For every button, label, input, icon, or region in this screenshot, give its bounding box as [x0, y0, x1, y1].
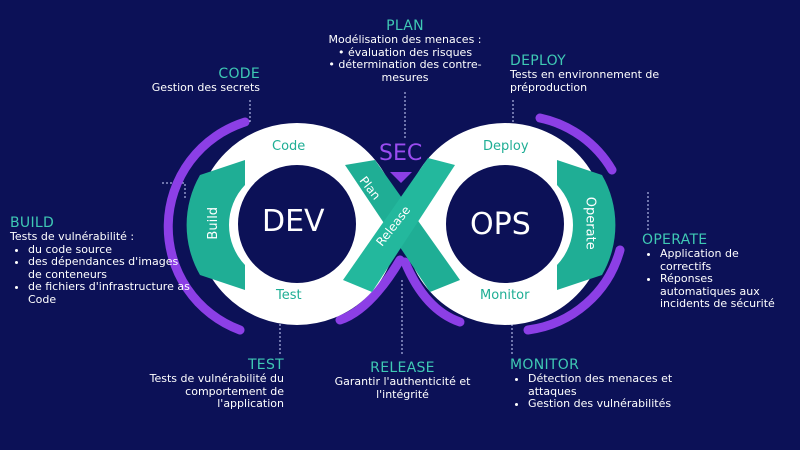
dev-label: DEV [262, 204, 325, 239]
monitor-item: Gestion des vulnérabilités [528, 397, 700, 411]
ring-label-monitor: Monitor [480, 288, 530, 303]
test-text: Tests de vulnérabilité du comportement d… [149, 372, 284, 410]
monitor-block: MONITOR Détection des menaces et attaque… [510, 357, 700, 411]
release-text: Garantir l'authenticité et l'intégrité [334, 375, 471, 401]
build-item: de fichiers d'infrastructure as Code [28, 280, 195, 306]
release-title: RELEASE [370, 360, 435, 376]
build-title: BUILD [10, 215, 55, 231]
ring-label-deploy: Deploy [483, 139, 529, 154]
build-text: Tests de vulnérabilité : [10, 230, 135, 243]
deploy-text: Tests en environnement de préproduction [510, 68, 660, 94]
monitor-title: MONITOR [510, 357, 580, 373]
release-block: RELEASE Garantir l'authenticité et l'int… [330, 360, 475, 401]
operate-item: Réponses automatiques aux incidents de s… [660, 272, 792, 311]
code-text: Gestion des secrets [151, 81, 260, 94]
sec-label: SEC [379, 141, 423, 166]
test-block: TEST Tests de vulnérabilité du comportem… [128, 357, 284, 411]
plan-title: PLAN [386, 18, 424, 34]
build-item: du code source [28, 243, 195, 257]
purple-arc-right [523, 245, 625, 335]
plan-item: • évaluation des risques [337, 45, 473, 59]
operate-block: OPERATE Application de correctifsRéponse… [642, 232, 792, 311]
plan-text: Modélisation des menaces : [328, 33, 482, 46]
purple-arc-bottom-mid-right [400, 257, 465, 327]
code-block: CODE Gestion des secrets [120, 66, 260, 95]
deploy-title: DEPLOY [510, 53, 566, 69]
sec-arrow-icon [390, 172, 412, 183]
operate-title: OPERATE [642, 232, 708, 248]
ops-label: OPS [470, 207, 531, 242]
build-block: BUILD Tests de vulnérabilité : du code s… [10, 215, 195, 306]
purple-arc-bottom-mid-left [335, 255, 405, 325]
ring-label-build: Build [206, 206, 222, 240]
ring-label-test: Test [276, 288, 302, 303]
release-band [343, 158, 455, 292]
dev-circle [239, 166, 355, 282]
test-title: TEST [247, 357, 284, 373]
ops-circle [447, 166, 563, 282]
purple-arc-left [163, 117, 250, 335]
build-segment [186, 160, 245, 290]
ring-label-code: Code [272, 139, 306, 154]
build-item: des dépendances d'images de conteneurs [28, 255, 195, 281]
code-title: CODE [218, 66, 260, 82]
purple-arc-right-top [535, 113, 617, 175]
monitor-item: Détection des menaces et attaques [528, 372, 700, 398]
plan-item: • détermination des contre-mesures [328, 58, 482, 84]
operate-item: Application de correctifs [660, 247, 792, 273]
plan-block: PLAN Modélisation des menaces : • évalua… [285, 18, 525, 84]
operate-segment [557, 160, 616, 290]
deploy-block: DEPLOY Tests en environnement de préprod… [510, 53, 685, 94]
ring-label-operate: Operate [582, 196, 598, 250]
